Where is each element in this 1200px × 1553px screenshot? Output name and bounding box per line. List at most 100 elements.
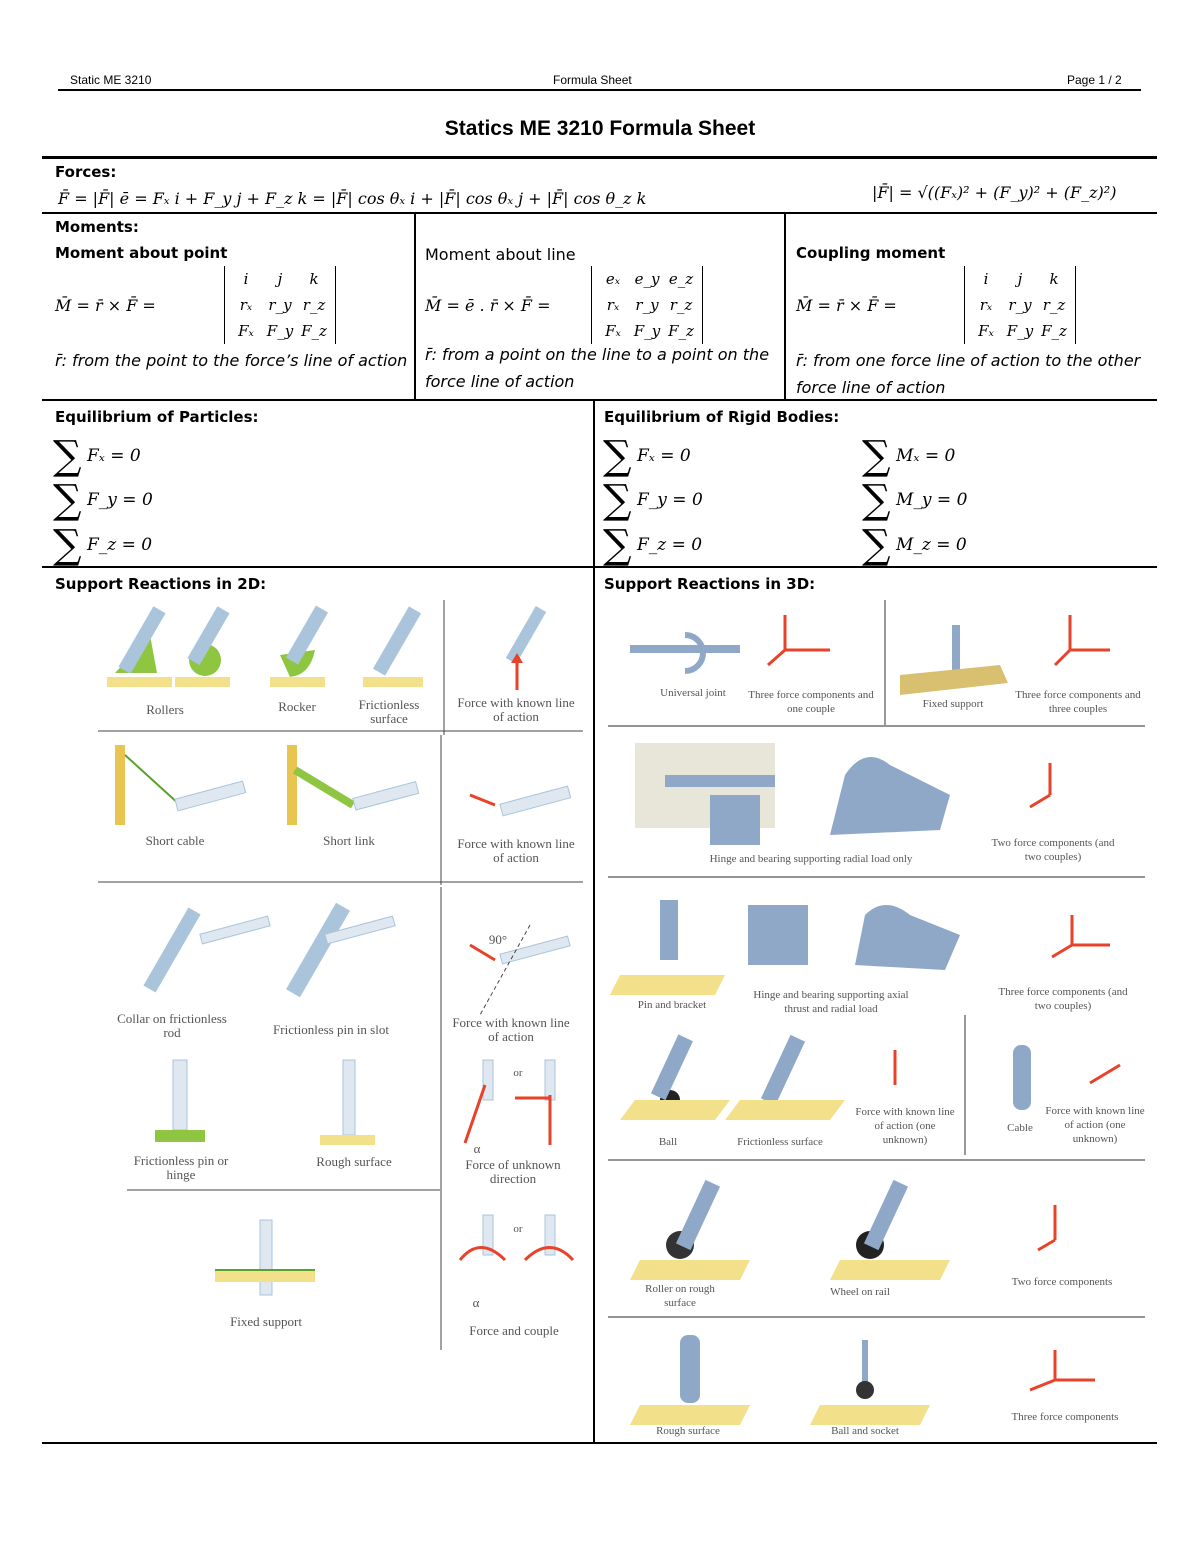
sigma-icon: ∑ <box>53 522 82 568</box>
eq-particle: F_z = 0 <box>87 535 153 555</box>
matrix-cell: rₓ <box>239 296 253 314</box>
caption-ball-socket: Ball and socket <box>831 1425 899 1437</box>
divider <box>593 400 595 1443</box>
couple-moment-note: r̄: from one force line of action to the… <box>796 351 1141 397</box>
caption-hinge-radial: Hinge and bearing supporting radial load… <box>709 853 913 865</box>
eq-rigid-moment: M_y = 0 <box>896 490 968 510</box>
eq-particle: F_y = 0 <box>87 490 153 510</box>
moment-point-formula: M̄ = r̄ × F̄ = <box>55 296 156 315</box>
support-3d-illustrations <box>608 600 1145 1425</box>
sigma-icon: ∑ <box>53 477 82 523</box>
eq-rigid-force: Fₓ = 0 <box>637 446 691 466</box>
matrix-cell: i <box>983 270 989 288</box>
caption-fixed-support-3d: Fixed support <box>922 698 984 710</box>
caption-universal-joint: Universal joint <box>660 687 726 699</box>
sigma-icon: ∑ <box>603 477 632 523</box>
matrix-cell: j <box>1017 270 1023 288</box>
caption-force-known-line: Force with known line of action <box>452 1015 570 1044</box>
caption-rough-surface-3d: Rough surface <box>656 1425 720 1437</box>
matrix-cell: r_z <box>1042 296 1066 314</box>
alpha-label: α <box>472 1295 480 1310</box>
moment-line-title: Moment about line <box>425 245 576 264</box>
caption-short-link: Short link <box>323 833 375 848</box>
caption-cable: Cable <box>1007 1122 1033 1134</box>
matrix-cell: k <box>309 270 319 288</box>
eq-rigid-force: F_y = 0 <box>637 490 703 510</box>
force-magnitude: |F̄| = √((Fₓ)² + (F_y)² + (F_z)²) <box>872 183 1117 202</box>
matrix-cell: rₓ <box>606 296 620 314</box>
matrix-cell: Fₓ <box>605 322 621 340</box>
caption-frictionless-surface: Frictionless surface <box>358 697 420 726</box>
matrix-cell: Fₓ <box>238 322 254 340</box>
caption-ball: Ball <box>658 1136 678 1148</box>
divider <box>42 156 1157 159</box>
caption-reaction: Force with known line of action (one unk… <box>1045 1105 1145 1145</box>
matrix-cell: r_y <box>1008 296 1032 314</box>
caption-pin-bracket: Pin and bracket <box>637 999 707 1011</box>
support-2d-label: Support Reactions in 2D: <box>55 575 267 593</box>
matrix-cell: F_y <box>1006 322 1034 340</box>
couple-moment-title: Coupling moment <box>796 244 946 262</box>
caption-reaction: Two force components (and two couples) <box>991 837 1115 863</box>
sigma-icon: ∑ <box>603 522 632 568</box>
matrix-cell: j <box>277 270 283 288</box>
sigma-icon: ∑ <box>53 433 82 479</box>
caption-reaction: Two force components <box>1011 1276 1113 1288</box>
caption-force-and-couple: Force and couple <box>469 1323 559 1338</box>
matrix-cell: r_y <box>268 296 292 314</box>
moment-line-matrix: eₓ e_y e_z rₓ r_y r_z Fₓ F_y F_z <box>591 266 703 344</box>
matrix-cell: e_y <box>634 270 660 288</box>
eq-rigid-moment: M_z = 0 <box>896 535 967 555</box>
divider <box>42 212 1157 214</box>
caption-force-unknown-direction: Force of unknown direction <box>465 1157 561 1186</box>
matrix-cell: r_z <box>669 296 693 314</box>
eq-particle: Fₓ = 0 <box>87 446 141 466</box>
sigma-icon: ∑ <box>862 433 891 479</box>
caption-reaction: Three force components and three couples <box>1015 689 1141 715</box>
matrix-cell: k <box>1049 270 1059 288</box>
moment-point-title: Moment about point <box>55 244 228 262</box>
eq-rigid-moment: Mₓ = 0 <box>896 446 956 466</box>
header-rule <box>58 89 1141 91</box>
alpha-label: α <box>473 1141 481 1156</box>
eq-rigid-force: F_z = 0 <box>637 535 703 555</box>
eq-rigid-label: Equilibrium of Rigid Bodies: <box>604 408 840 426</box>
caption-hinge-axial: Hinge and bearing supporting axial thrus… <box>753 989 909 1015</box>
caption-collar: Collar on frictionless rod <box>117 1011 227 1040</box>
caption-reaction: Force with known line of action (one unk… <box>855 1106 955 1146</box>
matrix-cell: e_z <box>668 270 694 288</box>
caption-rollers: Rollers <box>146 702 184 717</box>
header-center: Formula Sheet <box>553 73 632 87</box>
or-label: or <box>513 1223 523 1235</box>
force-formula: F̄ = |F̄| ē = Fₓ i + F_y j + F_z k = |F̄… <box>58 189 647 208</box>
header-left: Static ME 3210 <box>70 73 152 87</box>
moments-label: Moments: <box>55 218 139 236</box>
caption-short-cable: Short cable <box>145 833 205 848</box>
matrix-cell: rₓ <box>979 296 993 314</box>
matrix-cell: r_y <box>635 296 659 314</box>
caption-pin-hinge: Frictionless pin or hinge <box>133 1153 229 1182</box>
header-right: Page 1 / 2 <box>1067 73 1122 87</box>
moment-line-formula: M̄ = ē . r̄ × F̄ = <box>425 296 551 315</box>
forces-label: Forces: <box>55 163 117 181</box>
page-title: Statics ME 3210 Formula Sheet <box>444 117 756 140</box>
divider <box>42 566 1157 568</box>
matrix-cell: F_z <box>668 322 694 340</box>
caption-wheel-rail: Wheel on rail <box>830 1286 890 1298</box>
caption-fixed-support: Fixed support <box>230 1314 302 1329</box>
matrix-cell: F_y <box>266 322 294 340</box>
caption-roller-rough: Roller on rough surface <box>645 1283 715 1309</box>
support-3d-label: Support Reactions in 3D: <box>604 575 816 593</box>
caption-reaction: Three force components and one couple <box>748 689 874 715</box>
divider <box>42 1442 1157 1444</box>
matrix-cell: Fₓ <box>978 322 994 340</box>
eq-particles-label: Equilibrium of Particles: <box>55 408 259 426</box>
caption-reaction: Three force components (and two couples) <box>998 986 1128 1012</box>
matrix-cell: F_y <box>633 322 661 340</box>
support-2d-illustrations <box>98 600 583 1350</box>
caption-force-known-line: Force with known line of action <box>457 695 575 724</box>
matrix-cell: eₓ <box>605 270 621 288</box>
caption-reaction: Three force components <box>1011 1411 1119 1423</box>
